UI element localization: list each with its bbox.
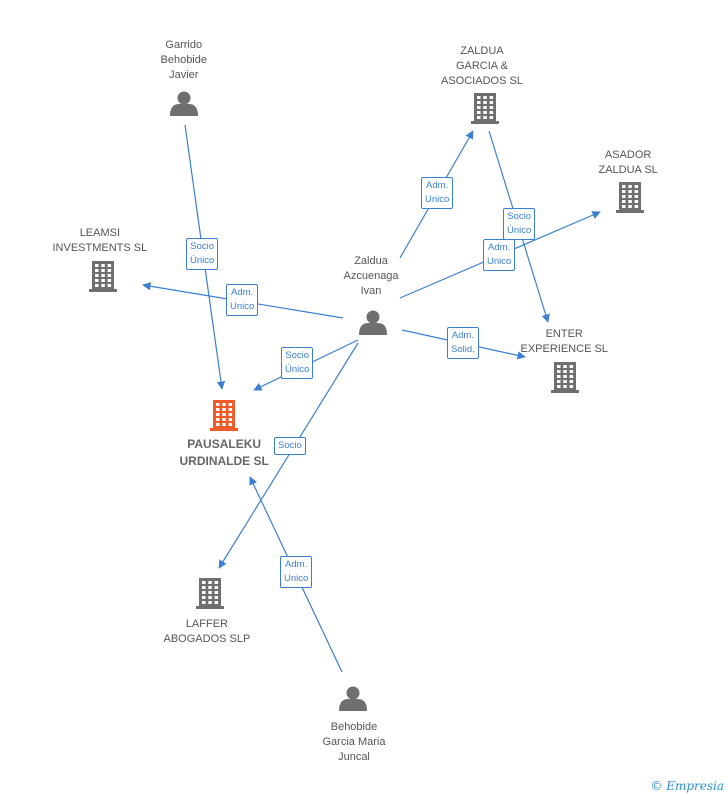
edge-label-zaldua_ivan-to-laffer: Socio <box>274 437 306 455</box>
edge-label-zaldua_ivan-to-enter: Adm. Solid. <box>447 327 479 359</box>
edge-label-zaldua_ivan-to-pausaleku: Socio Único <box>281 347 314 379</box>
edge-label-zaldua_ivan-to-asador: Adm. Unico <box>483 239 516 271</box>
node-label-zaldua_garcia[interactable]: ZALDUA GARCIA & ASOCIADOS SL <box>441 45 523 87</box>
node-label-enter[interactable]: ENTER EXPERIENCE SL <box>520 328 608 355</box>
node-label-garrido[interactable]: Garrido Behobide Javier <box>160 39 208 81</box>
person-icon[interactable] <box>170 91 198 117</box>
edge-label-behobide-to-pausaleku: Adm. Unico <box>280 556 313 588</box>
node-label-laffer[interactable]: LAFFER ABOGADOS SLP <box>163 618 251 645</box>
edge-label-zaldua_ivan-to-zaldua_garcia: Adm. Unico <box>421 177 454 209</box>
empresia-logo[interactable]: © Empresia <box>650 779 724 793</box>
node-label-pausaleku[interactable]: PAUSALEKU URDINALDE SL <box>179 437 269 468</box>
building-icon[interactable] <box>210 400 238 431</box>
building-icon[interactable] <box>471 93 499 124</box>
node-label-behobide[interactable]: Behobide Garcia Maria Juncal <box>322 721 386 763</box>
edge-label-garrido-to-pausaleku: Socio Único <box>186 238 219 270</box>
building-icon[interactable] <box>89 261 117 292</box>
node-label-leamsi[interactable]: LEAMSI INVESTMENTS SL <box>52 227 148 254</box>
building-icon[interactable] <box>551 362 579 393</box>
edge-label-zaldua_ivan-to-leamsi: Adm. Unico <box>226 284 259 316</box>
node-label-asador[interactable]: ASADOR ZALDUA SL <box>598 149 658 176</box>
node-label-zaldua_ivan[interactable]: Zaldua Azcuenaga Ivan <box>343 255 399 297</box>
person-icon[interactable] <box>359 310 387 336</box>
building-icon[interactable] <box>196 578 224 609</box>
icons-layer <box>89 91 644 712</box>
copyright-symbol: © <box>650 779 663 793</box>
building-icon[interactable] <box>616 182 644 213</box>
edge-zaldua_ivan-to-laffer <box>218 342 359 569</box>
edge-label-zaldua_garcia-to-enter: Socio Único <box>503 208 536 240</box>
person-icon[interactable] <box>339 686 367 712</box>
brand-name: Empresia <box>666 779 724 793</box>
